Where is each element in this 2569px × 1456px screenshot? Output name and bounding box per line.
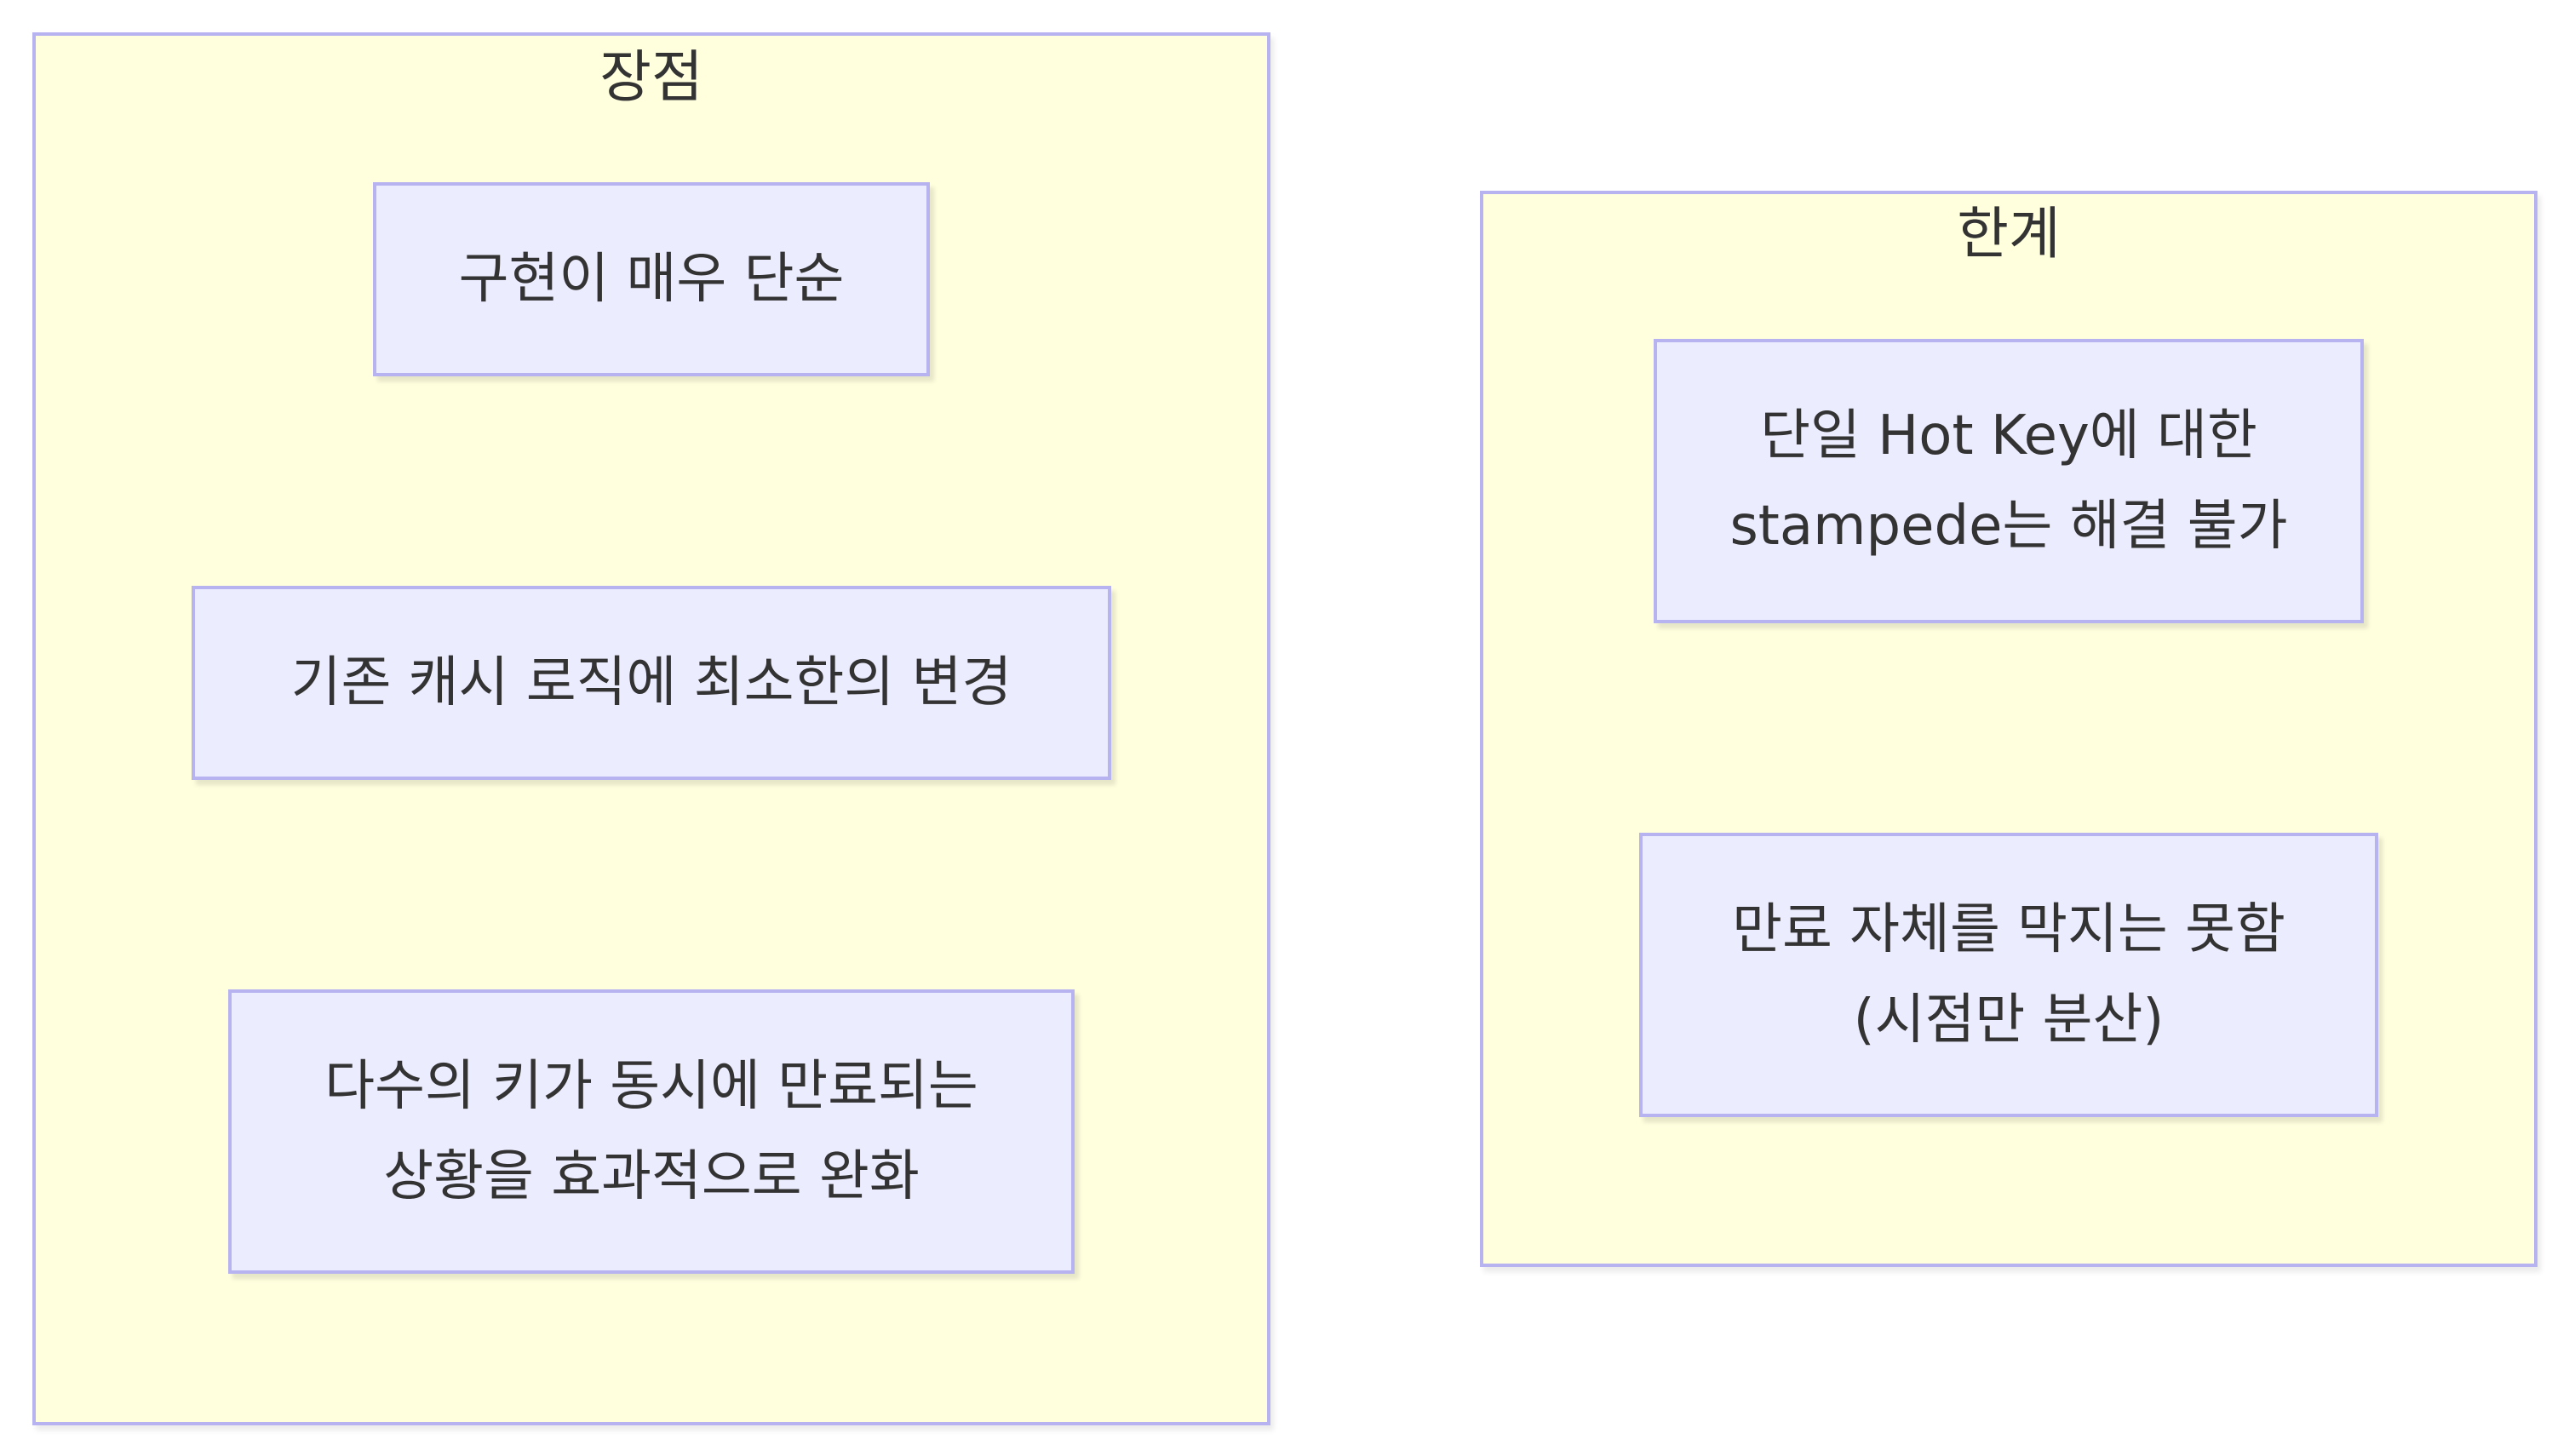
cluster-title-pros: 장점 (599, 44, 703, 110)
node-text-line: stampede는 해결 불가 (1729, 495, 2288, 558)
node-text-line: (시점만 분산) (1853, 989, 2165, 1052)
node-expiry-not-prevented: 만료 자체를 막지는 못함 (시점만 분산) (1639, 833, 2378, 1117)
node-hot-key-stampede: 단일 Hot Key에 대한 stampede는 해결 불가 (1654, 339, 2364, 623)
node-text-line: 기존 캐시 로직에 최소한의 변경 (290, 651, 1012, 714)
node-text-line: 상황을 효과적으로 완화 (383, 1145, 920, 1208)
node-text-line: 만료 자체를 막지는 못함 (1732, 898, 2285, 961)
node-simple-implementation: 구현이 매우 단순 (373, 182, 930, 376)
node-mitigate-simultaneous-expiry: 다수의 키가 동시에 만료되는 상황을 효과적으로 완화 (228, 989, 1075, 1274)
cluster-title-limits: 한계 (1957, 201, 2061, 267)
node-text-line: 다수의 키가 동시에 만료되는 (324, 1055, 978, 1118)
node-text-line: 단일 Hot Key에 대한 (1760, 404, 2257, 467)
node-text-line: 구현이 매우 단순 (458, 248, 845, 311)
node-minimal-change: 기존 캐시 로직에 최소한의 변경 (192, 586, 1111, 780)
